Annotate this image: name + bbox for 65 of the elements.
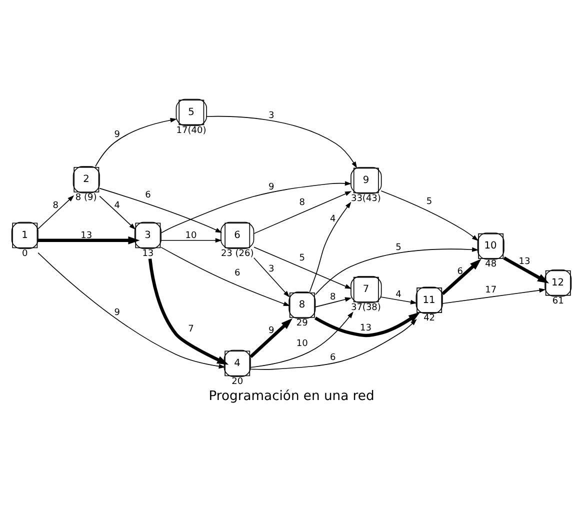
edge-label: 6: [457, 266, 463, 276]
edge-label: 10: [296, 338, 308, 349]
edge-label: 3: [268, 264, 274, 274]
node-label: 48: [485, 258, 497, 269]
arrow: [503, 256, 550, 283]
edge-label: 4: [114, 200, 120, 211]
arrow: [315, 296, 352, 307]
edge-label: 13: [360, 322, 372, 333]
arrow: [95, 117, 177, 166]
edge-label: 6: [330, 352, 336, 362]
edge-label: 13: [518, 256, 530, 266]
edge-label: 9: [114, 307, 120, 318]
edge-label: 6: [145, 190, 151, 200]
node-label: 8 (9): [75, 192, 97, 203]
node-label: 17(40): [176, 125, 206, 136]
edge-label: 9: [114, 129, 120, 140]
edge-label: 3: [268, 110, 274, 120]
node-label: 0: [22, 248, 28, 258]
edge-label: 8: [52, 200, 59, 211]
arrow: [38, 194, 74, 229]
arrow: [250, 318, 417, 370]
node-label: 42: [424, 313, 436, 324]
node-label: 13: [142, 248, 154, 258]
arrow: [148, 258, 229, 364]
arrow: [254, 190, 352, 234]
arrow: [160, 180, 352, 233]
edge-label: 17: [485, 285, 497, 296]
edge-label: 8: [330, 292, 336, 302]
arrow: [206, 115, 358, 168]
arrow: [380, 190, 478, 240]
node-label: 20: [232, 376, 244, 386]
edge-label: 9: [268, 325, 274, 336]
arrow: [315, 246, 479, 294]
arrow: [309, 201, 352, 292]
arrow: [160, 238, 222, 242]
edge-label: 10: [185, 230, 197, 240]
node-label: 33(43): [350, 193, 381, 204]
arrow: [314, 312, 420, 337]
node-label: 23 (26): [220, 248, 254, 258]
node-label: 61: [552, 296, 564, 306]
edge-label: 5: [396, 242, 402, 253]
edge-label: 6: [234, 268, 240, 278]
arrow: [254, 256, 290, 297]
arrow: [250, 311, 354, 368]
arrow: [38, 252, 226, 368]
edge-label: 7: [188, 324, 194, 334]
caption: Programación en una red: [208, 388, 374, 404]
edge-label: 5: [426, 196, 432, 207]
arrow: [254, 246, 352, 288]
edge-label: 4: [396, 289, 402, 300]
arrow: [380, 296, 418, 304]
edge-label: 8: [299, 197, 306, 208]
arrow: [160, 246, 290, 306]
edge-label: 5: [299, 253, 306, 264]
arrow: [38, 236, 140, 244]
node-label: 29: [296, 318, 308, 328]
arrow: [442, 288, 546, 304]
edge-label: 13: [80, 230, 92, 240]
arrow: [99, 187, 222, 232]
arrow: [441, 258, 482, 295]
node-label: 37(38): [350, 302, 381, 312]
edge-label: 9: [268, 182, 274, 192]
edge-label: 4: [330, 214, 336, 224]
arrow: [99, 195, 136, 230]
arrow: [250, 318, 293, 358]
